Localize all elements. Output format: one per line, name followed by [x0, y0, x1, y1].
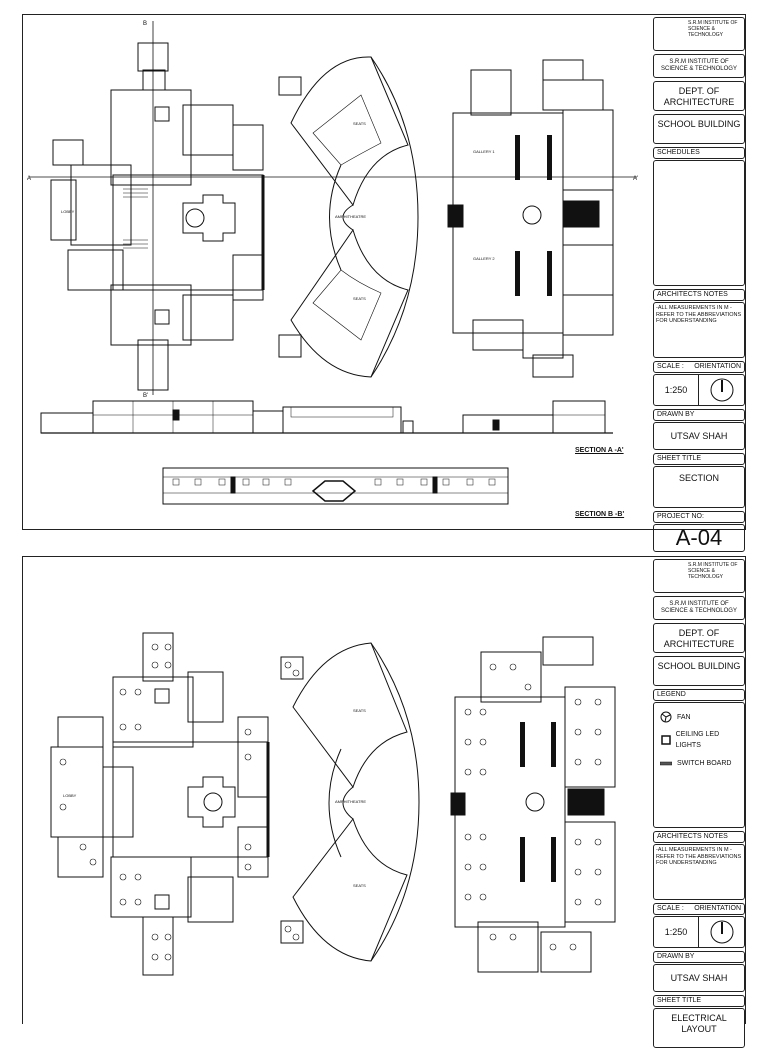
department-name: DEPT. OF ARCHITECTURE — [653, 81, 745, 111]
department-name-2: DEPT. OF ARCHITECTURE — [653, 623, 745, 653]
scale-value: 1:250 — [654, 375, 699, 405]
drawn-by-name: UTSAV SHAH — [653, 422, 745, 450]
scale-orientation-header-2: SCALE : ORIENTATION — [653, 903, 745, 915]
switch-board-icon — [660, 761, 672, 766]
notes-text-2: -ALL MEASUREMENTS IN M -REFER TO THE ABB… — [653, 844, 745, 900]
electrical-plan-drawing: LOBBY AMPHITHEATRE SEATS SEATS — [50, 632, 616, 976]
section-b-label: SECTION B -B' — [575, 511, 625, 518]
drawn-by-header-2: DRAWN BY — [653, 951, 745, 963]
room-label-seats-bottom: SEATS — [353, 296, 366, 301]
room-label-lobby-2: LOBBY — [63, 793, 77, 798]
scale-orientation-box-2: 1:250 — [653, 916, 745, 948]
room-label-gallery2: GALLERY 2 — [473, 256, 495, 261]
sheet-title: SECTION — [653, 466, 745, 508]
scale-value-2: 1:250 — [654, 917, 699, 947]
legend-header: LEGEND — [653, 689, 745, 701]
logo-text-2: S.R.M INSTITUTE OF SCIENCE & TECHNOLOGY — [688, 562, 738, 580]
project-name: SCHOOL BUILDING — [653, 114, 745, 144]
section-drawing-area: LOBBY GALLERY 1 GALLERY 2 AMPHITHEATRE S… — [23, 15, 649, 529]
institute-name: S.R.M INSTITUTE OF SCIENCE & TECHNOLOGY — [653, 54, 745, 78]
drawn-by-name-2: UTSAV SHAH — [653, 964, 745, 992]
notes-text: -ALL MEASUREMENTS IN M -REFER TO THE ABB… — [653, 302, 745, 358]
schedules-header: SCHEDULES — [653, 147, 745, 159]
scale-label: SCALE : — [657, 363, 684, 370]
legend-fan-label: FAN — [677, 713, 691, 721]
drawing-sheet-electrical: LOBBY AMPHITHEATRE SEATS SEATS S.R.M INS… — [22, 556, 746, 1048]
section-plan-drawing: LOBBY GALLERY 1 GALLERY 2 AMPHITHEATRE S… — [27, 21, 638, 505]
project-number: A-04 — [653, 524, 745, 552]
room-label-seats-top: SEATS — [353, 121, 366, 126]
north-arrow-icon-2 — [710, 920, 733, 944]
project-name-2: SCHOOL BUILDING — [653, 656, 745, 686]
logo-box-2: S.R.M INSTITUTE OF SCIENCE & TECHNOLOGY — [653, 559, 745, 593]
electrical-drawing-area: LOBBY AMPHITHEATRE SEATS SEATS — [23, 557, 649, 1024]
legend-fan: FAN — [660, 711, 738, 723]
notes-header: ARCHITECTS NOTES — [653, 289, 745, 301]
logo-box: S.R.M INSTITUTE OF SCIENCE & TECHNOLOGY — [653, 17, 745, 51]
schedules-box — [653, 160, 745, 286]
title-block-2: S.R.M INSTITUTE OF SCIENCE & TECHNOLOGY … — [653, 559, 745, 1051]
sheet-title-header: SHEET TITLE — [653, 453, 745, 465]
section-marker-a-prime: A' — [633, 176, 638, 182]
sheet-title-header-2: SHEET TITLE — [653, 995, 745, 1007]
room-label-seats-bottom-2: SEATS — [353, 883, 366, 888]
notes-header-2: ARCHITECTS NOTES — [653, 831, 745, 843]
legend-light: CEILING LED LIGHTS — [660, 729, 738, 751]
orientation-label-2: ORIENTATION — [694, 905, 741, 912]
room-label-gallery1: GALLERY 1 — [473, 149, 495, 154]
room-label-seats-top-2: SEATS — [353, 708, 366, 713]
scale-label-2: SCALE : — [657, 905, 684, 912]
orientation-label: ORIENTATION — [694, 363, 741, 370]
section-marker-a: A — [27, 176, 31, 182]
scale-orientation-header: SCALE : ORIENTATION — [653, 361, 745, 373]
section-marker-b-prime: B' — [143, 393, 148, 399]
title-block: S.R.M INSTITUTE OF SCIENCE & TECHNOLOGY … — [653, 17, 745, 555]
legend-switch-label: SWITCH BOARD — [677, 759, 732, 767]
drawing-sheet-section: LOBBY GALLERY 1 GALLERY 2 AMPHITHEATRE S… — [22, 14, 746, 552]
led-light-icon — [661, 735, 671, 745]
fan-icon — [660, 711, 672, 723]
room-label-amphitheatre: AMPHITHEATRE — [335, 214, 366, 219]
section-marker-b: B — [143, 21, 147, 27]
legend-light-label: CEILING LED LIGHTS — [675, 731, 720, 749]
room-label-lobby: LOBBY — [61, 209, 75, 214]
institute-name-2: S.R.M INSTITUTE OF SCIENCE & TECHNOLOGY — [653, 596, 745, 620]
sheet-title-2: ELECTRICAL LAYOUT — [653, 1008, 745, 1048]
legend-box: FAN CEILING LED LIGHTS SWITCH BOARD — [653, 702, 745, 828]
scale-orientation-box: 1:250 — [653, 374, 745, 406]
legend-switch: SWITCH BOARD — [660, 757, 738, 769]
drawn-by-header: DRAWN BY — [653, 409, 745, 421]
section-a-label: SECTION A -A' — [575, 447, 624, 454]
room-label-amphitheatre-2: AMPHITHEATRE — [335, 799, 366, 804]
project-no-header: PROJECT NO: — [653, 511, 745, 523]
logo-text: S.R.M INSTITUTE OF SCIENCE & TECHNOLOGY — [688, 20, 738, 38]
north-arrow-icon — [710, 378, 733, 402]
